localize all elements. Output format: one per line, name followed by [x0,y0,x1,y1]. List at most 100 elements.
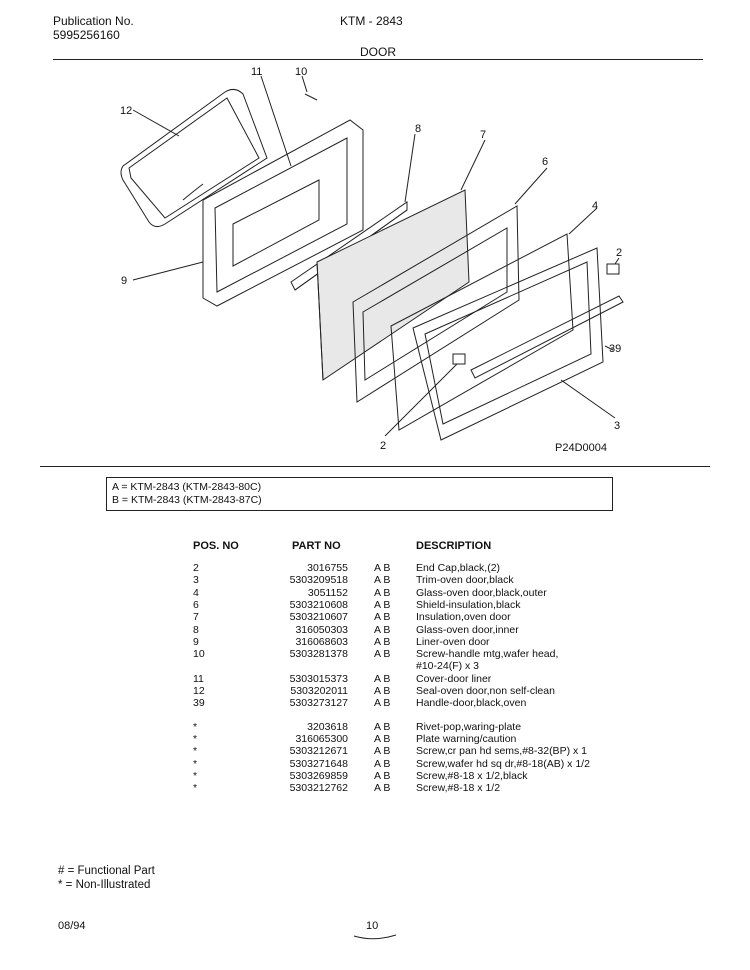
version-cell: A B [374,720,391,733]
description-cell: Seal-oven door,non self-clean [416,685,555,697]
description-cell: Handle-door,black,oven [416,697,527,710]
part-number-cell: 3016755 [307,562,348,574]
version-cell: A B [374,635,391,648]
version-cell: A B [374,745,391,758]
door-liner-drawing [202,119,364,307]
callout-9: 9 [121,275,127,287]
part-number-cell: 5303210607 [289,611,348,624]
part-number-cell: 3051152 [307,586,348,599]
callout-11: 11 [251,66,262,78]
pos-cell: 39 [193,697,205,710]
part-number-cell: 3203618 [307,720,348,733]
door-seal-drawing [120,88,268,228]
model-b: B = KTM-2843 (KTM-2843-87C) [112,494,262,506]
callout-3: 3 [614,420,620,432]
part-number-cell: 5303209518 [289,574,348,587]
pos-cell: 10 [193,648,205,661]
pos-cell: 2 [193,562,199,574]
part-number-cell: 316068603 [295,635,348,648]
description-cell: #10-24(F) x 3 [416,660,480,673]
pos-cell: * [193,720,198,733]
callout-7: 7 [480,129,486,141]
pos-cell: * [193,782,198,795]
diagram-code: P24D0004 [555,442,607,454]
version-cell: A B [374,685,391,697]
part-number-cell: 5303269859 [289,769,348,782]
description-cell: Screw,#8-18 x 1/2 [416,782,501,795]
version-cell: A B [374,623,391,636]
page-number: 10 [366,920,379,932]
part-number-cell: 5303212671 [289,745,348,758]
callout-12: 12 [120,105,132,117]
header-rule [53,59,703,60]
part-number-cell: 5303212762 [289,782,348,795]
version-cell: A B [374,648,391,661]
description-cell: Screw,wafer hd sq dr,#8-18(AB) x 1/2 [416,757,590,770]
description-cell: Screw,cr pan hd sems,#8-32(BP) x 1 [416,745,587,758]
insulation-shield-drawing [352,205,520,403]
description-cell: End Cap,black,(2) [416,562,501,574]
part-number-cell: 316050303 [295,623,348,636]
part-number-cell: 5303281378 [289,648,348,661]
diagram-rule [40,466,710,467]
pos-cell: 6 [193,598,199,611]
insulation-drawing [316,189,470,381]
pos-cell: * [193,769,198,782]
version-cell: A B [374,782,391,795]
description-cell: Plate warning/caution [416,732,517,745]
callout-8: 8 [415,123,421,135]
description-cell: Glass-oven door,black,outer [416,586,547,599]
pos-cell: * [193,732,198,745]
version-cell: A B [374,697,391,710]
legend-non-illustrated: * = Non-Illustrated [58,879,151,891]
model-legend-box: A = KTM-2843 (KTM-2843-80C) B = KTM-2843… [106,477,613,511]
end-cap-right-drawing [606,263,620,275]
outer-glass-drawing [390,233,574,431]
part-number-cell: 316065300 [295,732,348,745]
description-cell: Liner-oven door [416,635,490,648]
handle-screw-drawing [304,93,318,101]
version-cell: A B [374,732,391,745]
pos-cell: 12 [193,685,205,697]
pos-cell: 11 [193,672,204,685]
version-cell: A B [374,562,391,574]
exploded-door-diagram: 11 10 12 8 7 6 9 4 2 39 2 3 P24D0004 [120,66,624,454]
header-description: DESCRIPTION [416,540,492,552]
version-cell: A B [374,757,391,770]
callout-2-left: 2 [380,440,386,452]
publication-number: 5995256160 [53,28,120,42]
version-cell: A B [374,769,391,782]
callout-2-right: 2 [616,247,622,259]
version-cell: A B [374,574,391,587]
description-cell: Rivet-pop,waring-plate [416,720,522,733]
pos-cell: 8 [193,623,199,636]
part-number-cell: 5303271648 [289,757,348,770]
part-number-cell: 5303015373 [289,672,348,685]
pos-cell: 7 [193,611,199,624]
part-number-cell: 5303202011 [290,685,348,697]
callout-4: 4 [592,200,598,212]
description-cell: Shield-insulation,black [416,598,521,611]
description-cell: Trim-oven door,black [416,574,514,587]
description-cell: Screw,#8-18 x 1/2,black [416,769,528,782]
pos-cell: * [193,757,198,770]
callout-6: 6 [542,156,548,168]
pos-cell: 9 [193,635,199,648]
part-number-cell: 5303273127 [289,697,348,710]
version-cell: A B [374,598,391,611]
part-number-cell: 5303210608 [289,598,348,611]
description-cell: Cover-door liner [416,672,492,685]
publication-label: Publication No. [53,14,134,28]
model-title: KTM - 2843 [340,14,403,28]
callout-10: 10 [295,66,307,78]
description-cell: Screw-handle mtg,wafer head, [416,648,559,661]
door-trim-drawing [412,247,604,441]
header-part-no: PART NO [292,540,341,552]
section-title: DOOR [360,45,396,59]
pos-cell: 4 [193,586,199,599]
legend-functional: # = Functional Part [58,865,155,877]
model-a: A = KTM-2843 (KTM-2843-80C) [112,481,262,493]
description-cell: Glass-oven door,inner [416,623,519,636]
header-pos-no: POS. NO [193,540,239,552]
pos-cell: * [193,745,198,758]
